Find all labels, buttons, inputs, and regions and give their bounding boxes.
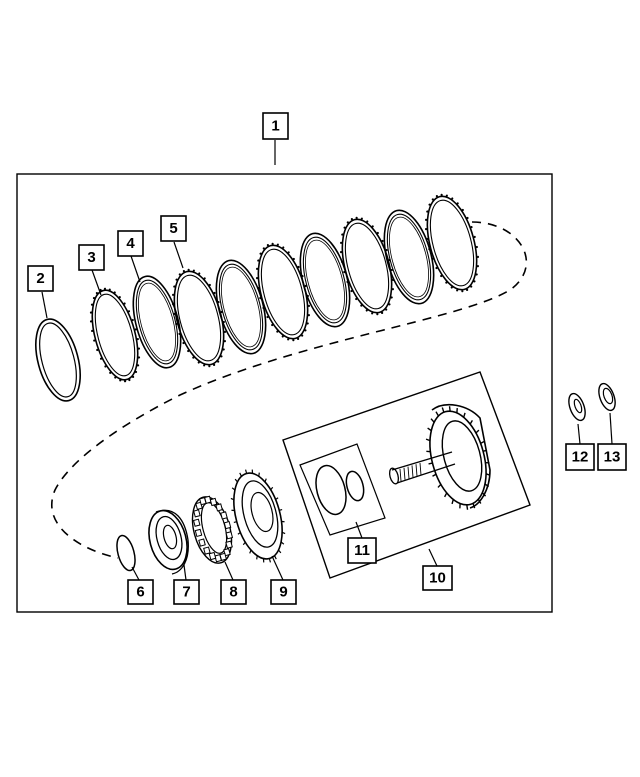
svg-text:10: 10: [429, 570, 446, 587]
clutch-disc: [132, 275, 182, 369]
callout-6: 6: [127, 579, 154, 605]
return-spring-part-8: [191, 495, 234, 564]
svg-text:5: 5: [169, 220, 177, 237]
callout-12: 12: [565, 443, 595, 471]
washer-part-13: [598, 382, 616, 412]
leader-10: [428, 548, 438, 567]
clutch-plates-group: [89, 193, 480, 383]
callout-10: 10: [422, 565, 453, 591]
callout-1: 1: [262, 112, 289, 140]
leader-4: [130, 255, 141, 283]
leader-9: [271, 555, 284, 581]
leader-6: [131, 566, 140, 581]
washer-part-12: [568, 392, 586, 422]
svg-text:4: 4: [126, 235, 135, 252]
clutch-disc: [89, 287, 141, 383]
callout-11: 11: [347, 537, 377, 564]
part-11-frame: [299, 443, 386, 536]
snap-ring-part-2: [35, 318, 81, 402]
hub-part-9: [230, 469, 286, 563]
snap-ring-part-6: [116, 534, 136, 572]
svg-text:7: 7: [182, 584, 190, 601]
clutch-disc: [424, 193, 480, 293]
svg-text:8: 8: [229, 584, 237, 601]
leader-5: [173, 241, 184, 269]
seal-rings-part-11: [315, 464, 365, 516]
svg-text:13: 13: [604, 449, 621, 466]
leader-11: [355, 521, 363, 539]
svg-text:11: 11: [354, 542, 370, 559]
svg-text:6: 6: [136, 584, 144, 601]
dashed-assembly-path: [51, 221, 528, 559]
leader-12: [577, 423, 581, 445]
callout-2: 2: [27, 265, 54, 292]
leader-13: [609, 412, 613, 445]
svg-text:12: 12: [572, 449, 589, 466]
callout-7: 7: [173, 579, 200, 605]
leader-8: [224, 561, 234, 581]
svg-text:1: 1: [271, 118, 279, 135]
callout-9: 9: [270, 579, 297, 605]
callout-4: 4: [117, 230, 144, 257]
svg-text:9: 9: [279, 584, 287, 601]
leader-2: [41, 291, 48, 319]
part-10-frame: [282, 371, 531, 579]
callout-3: 3: [78, 244, 105, 271]
piston-part-7: [148, 509, 189, 575]
leader-7: [183, 564, 187, 581]
callout-5: 5: [160, 215, 187, 242]
clutch-disc: [255, 242, 311, 342]
callout-8: 8: [220, 579, 247, 605]
leader-3: [91, 269, 102, 296]
input-shaft-drum-part-10: [388, 403, 491, 510]
callout-13: 13: [597, 443, 627, 471]
svg-text:2: 2: [36, 270, 44, 287]
clutch-disc: [383, 209, 435, 305]
svg-text:3: 3: [87, 249, 95, 266]
assembly-frame: [16, 173, 553, 613]
